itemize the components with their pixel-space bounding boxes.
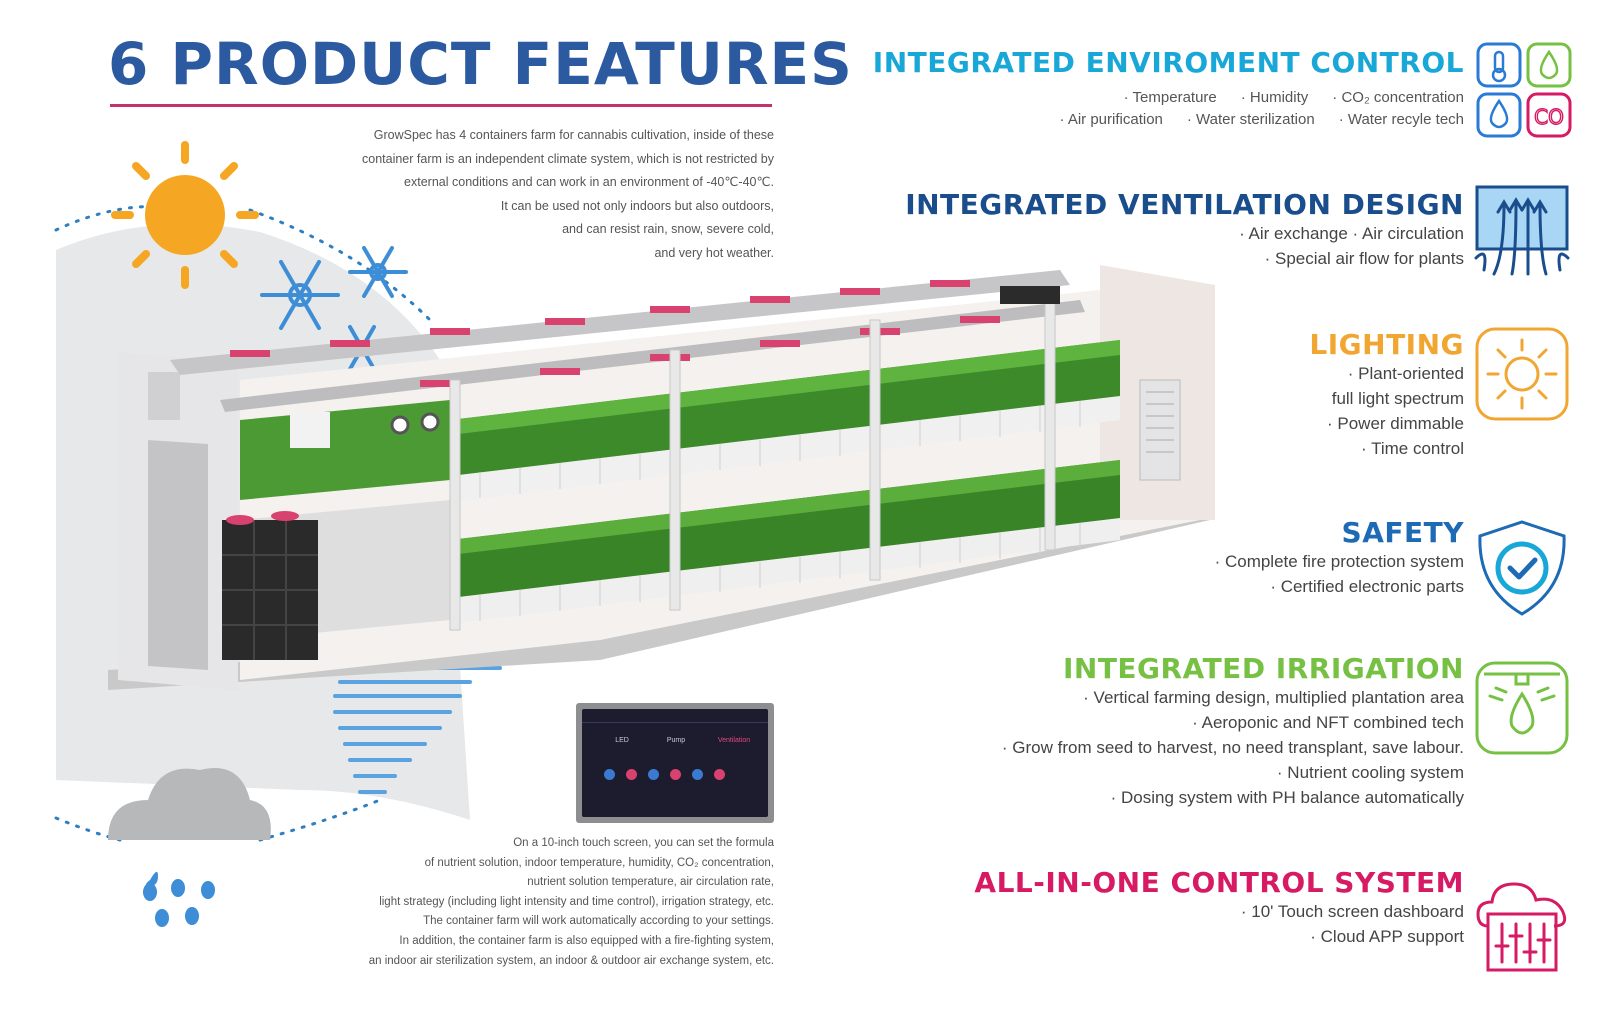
feature-title: SAFETY (1341, 516, 1464, 549)
feature-item: · Complete fire protection system (1214, 552, 1464, 571)
feature-item: · Grow from seed to harvest, no need tra… (1001, 738, 1464, 757)
feature-item: · Temperature (1123, 89, 1217, 106)
intro-line: external conditions and can work in an e… (404, 175, 774, 189)
feature-item: full light spectrum (1331, 389, 1464, 408)
page-title: 6 PRODUCT FEATURES (108, 30, 853, 98)
feature-item: · Aeroponic and NFT combined tech (1192, 713, 1464, 732)
intro-paragraph: GrowSpec has 4 containers farm for canna… (290, 124, 774, 265)
screen-pump-label: Pump (666, 737, 686, 744)
feature-item: · CO₂ concentration (1332, 89, 1464, 106)
feature-irrigation: INTEGRATED IRRIGATION · Vertical farming… (1002, 652, 1464, 810)
svg-text:CO: CO (1534, 105, 1564, 129)
outro-line: On a 10-inch touch screen, you can set t… (513, 837, 774, 849)
feature-item: · Vertical farming design, multiplied pl… (1083, 688, 1464, 707)
feature-ventilation: INTEGRATED VENTILATION DESIGN · Air exch… (905, 188, 1464, 271)
co2-icon: CO (1526, 92, 1572, 138)
outro-line: of nutrient solution, indoor temperature… (424, 856, 774, 869)
sun-icon (1474, 326, 1570, 422)
outro-line: nutrient solution temperature, air circu… (527, 876, 774, 889)
feature-lighting: LIGHTING · Plant-oriented full light spe… (1309, 328, 1464, 461)
intro-line: GrowSpec has 4 containers farm for canna… (373, 128, 774, 142)
feature-item: · Power dimmable (1327, 414, 1464, 433)
screen-ventilation-label: Ventilation (717, 737, 751, 744)
screen-led-label: LED (615, 737, 629, 744)
cloud-control-icon (1474, 874, 1570, 974)
feature-item: · Plant-oriented (1347, 364, 1464, 383)
outro-line: In addition, the container farm is also … (399, 934, 774, 947)
feature-item: · Time control (1361, 439, 1464, 458)
outro-paragraph: On a 10-inch touch screen, you can set t… (300, 834, 774, 971)
sun-illustration (111, 141, 259, 289)
droplet-icon (1526, 42, 1572, 88)
rain-cloud-illustration (108, 768, 271, 927)
outro-line: The container farm will work automatical… (423, 915, 774, 928)
feature-item: · Water sterilization (1186, 111, 1315, 128)
thermometer-icon (1476, 42, 1522, 88)
feature-title: LIGHTING (1309, 328, 1464, 361)
sprinkler-icon (1474, 660, 1570, 756)
shield-check-icon (1474, 518, 1570, 618)
feature-item: · Certified electronic parts (1270, 577, 1464, 596)
intro-line: and very hot weather. (654, 245, 774, 260)
airflow-icon (1474, 184, 1570, 280)
environment-icons: CO (1476, 42, 1572, 138)
feature-item: · 10' Touch screen dashboard (1240, 902, 1464, 921)
container-body (108, 265, 1215, 690)
feature-item: · Water recyle tech (1338, 111, 1464, 128)
outro-line: an indoor air sterilization system, an i… (368, 954, 774, 967)
feature-item: · Cloud APP support (1310, 927, 1464, 946)
humidity-icon (1476, 92, 1522, 138)
intro-line: It can be used not only indoors but also… (500, 198, 774, 213)
feature-item: · Special air flow for plants (1264, 249, 1464, 268)
feature-title: ALL-IN-ONE CONTROL SYSTEM (974, 866, 1464, 899)
feature-title: INTEGRATED IRRIGATION (1062, 652, 1464, 685)
feature-item: · Dosing system with PH balance automati… (1110, 788, 1464, 807)
feature-item: · Humidity (1240, 89, 1309, 106)
feature-environment: INTEGRATED ENVIROMENT CONTROL · Temperat… (873, 46, 1464, 131)
feature-safety: SAFETY · Complete fire protection system… (1215, 516, 1464, 599)
feature-item: · Nutrient cooling system (1276, 763, 1464, 782)
feature-title: INTEGRATED ENVIROMENT CONTROL (872, 46, 1464, 79)
touch-screen-panel: LED Pump Ventilation (576, 703, 774, 823)
feature-item: · Air exchange · Air circulation (1239, 224, 1464, 243)
feature-title: INTEGRATED VENTILATION DESIGN (905, 188, 1464, 221)
feature-item: · Air purification (1059, 111, 1163, 128)
intro-line: container farm is an independent climate… (362, 151, 774, 166)
feature-control: ALL-IN-ONE CONTROL SYSTEM · 10' Touch sc… (974, 866, 1464, 949)
title-divider (110, 104, 772, 107)
outro-line: light strategy (including light intensit… (379, 895, 774, 908)
intro-line: and can resist rain, snow, severe cold, (562, 222, 774, 236)
